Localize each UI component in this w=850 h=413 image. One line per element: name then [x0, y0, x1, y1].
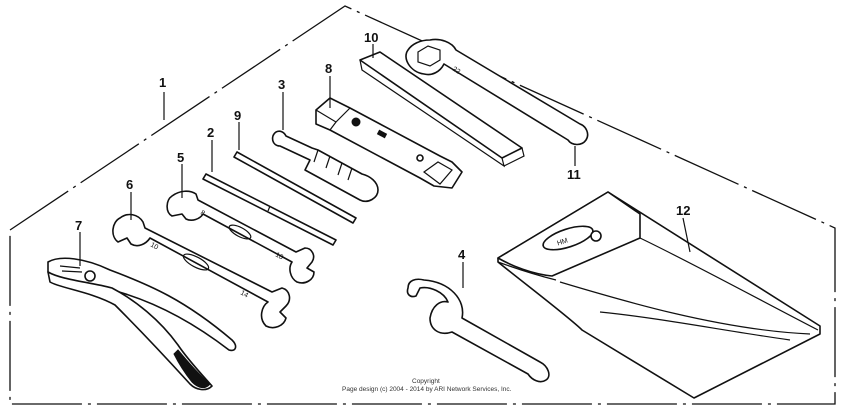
callout-3: 3 [278, 77, 285, 92]
callout-10: 10 [364, 30, 378, 45]
copyright-title: Copyright [412, 378, 440, 385]
stamp-upper-wrench-a: 8 [199, 210, 206, 218]
copyright-line: Page design (c) 2004 - 2014 by ARI Netwo… [342, 386, 512, 393]
pliers [47, 257, 237, 391]
callout-11: 11 [567, 167, 581, 182]
screwdriver-handle [271, 130, 379, 203]
callout-2: 2 [207, 125, 214, 140]
stamp-ring-wrench: 22 [451, 66, 461, 76]
callout-5: 5 [177, 150, 184, 165]
screwdriver-blade [202, 173, 337, 246]
callout-7: 7 [75, 218, 82, 233]
ring-wrench: 22 [405, 38, 589, 146]
pin-spanner [406, 278, 550, 383]
open-end-wrench-lower: 10 14 [112, 213, 291, 329]
tool-pouch: HM [497, 191, 821, 399]
callout-8: 8 [325, 61, 332, 76]
stamp-lower-wrench-a: 10 [149, 242, 159, 252]
spark-plug-wrench [315, 97, 463, 189]
kit-outline [9, 5, 836, 405]
callout-12: 12 [676, 203, 690, 218]
callout-1: 1 [159, 75, 166, 90]
callout-9: 9 [234, 108, 241, 123]
stamp-lower-wrench-b: 14 [239, 290, 249, 300]
callout-6: 6 [126, 177, 133, 192]
pouch-logo: HM [556, 237, 569, 247]
stamp-upper-wrench-b: 10 [274, 252, 284, 262]
open-end-wrench-upper: 8 10 [166, 190, 315, 284]
callout-4: 4 [458, 247, 466, 262]
tommy-bar [233, 151, 357, 224]
